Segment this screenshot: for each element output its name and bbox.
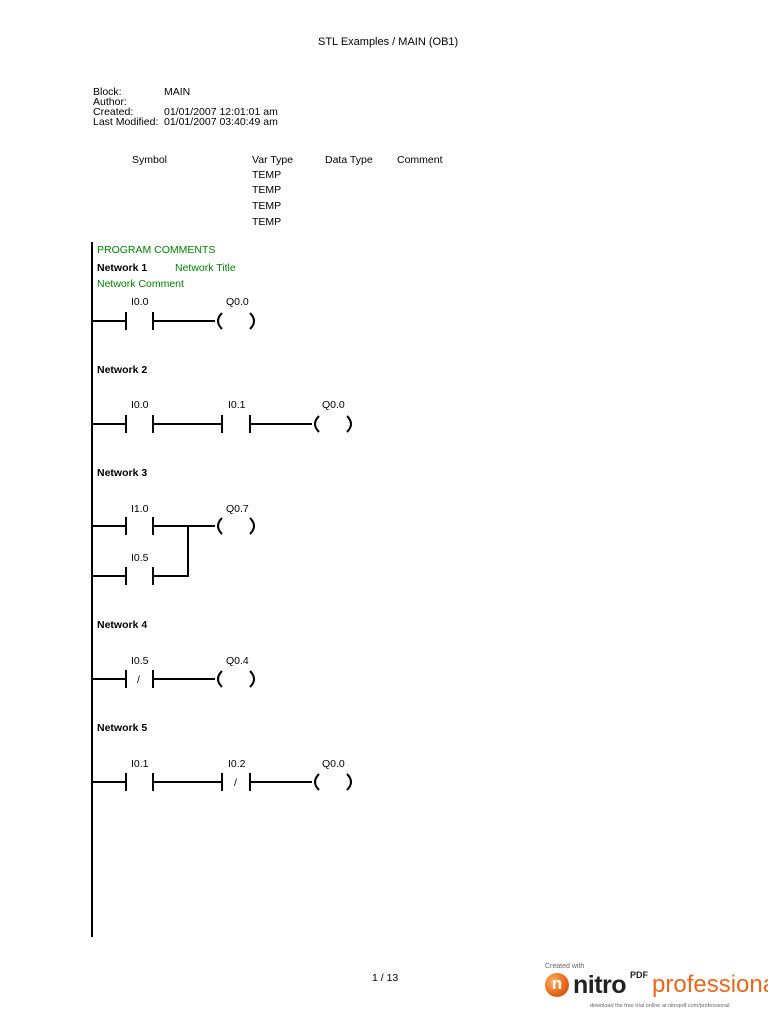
created-value: 01/01/2007 12:01:01 am bbox=[164, 106, 278, 118]
coil-left-arc bbox=[217, 517, 223, 535]
coil-address: Q0.7 bbox=[226, 503, 249, 515]
contact-address: I0.0 bbox=[131, 399, 149, 411]
network-1-title: Network Title bbox=[175, 262, 236, 274]
modified-value: 01/01/2007 03:40:49 am bbox=[164, 116, 278, 128]
coil-address: Q0.0 bbox=[322, 399, 345, 411]
nitro-logo-icon: n bbox=[545, 973, 569, 997]
created-label: Created: bbox=[93, 106, 134, 118]
block-label: Block: bbox=[93, 86, 122, 98]
nitro-brand-sup: PDF bbox=[630, 970, 648, 980]
coil-right-arc bbox=[249, 312, 255, 330]
contact-address: I0.1 bbox=[131, 758, 149, 770]
column-header-data-type: Data Type bbox=[325, 154, 373, 166]
coil-right-arc bbox=[249, 670, 255, 688]
coil-right-arc bbox=[346, 415, 352, 433]
negation-mark: / bbox=[137, 674, 140, 686]
network-5-rung: I0.1 I0.2 / Q0.0 bbox=[92, 758, 352, 791]
modified-label: Last Modified: bbox=[93, 116, 159, 128]
page-title: STL Examples / MAIN (OB1) bbox=[318, 36, 459, 48]
coil-address: Q0.0 bbox=[322, 758, 345, 770]
coil-left-arc bbox=[217, 670, 223, 688]
contact-address: I0.2 bbox=[228, 758, 246, 770]
column-header-symbol: Symbol bbox=[132, 154, 168, 166]
program-comments: PROGRAM COMMENTS bbox=[97, 244, 216, 256]
network-4-rung: I0.5 / Q0.4 bbox=[92, 655, 255, 688]
coil-left-arc bbox=[217, 312, 223, 330]
contact-address: I0.5 bbox=[131, 552, 149, 564]
contact-address: I0.0 bbox=[131, 296, 149, 308]
negation-mark: / bbox=[234, 777, 237, 789]
author-label: Author: bbox=[93, 96, 127, 108]
var-row-var-type: TEMP bbox=[252, 216, 282, 228]
network-4-label: Network 4 bbox=[97, 619, 148, 631]
page-indicator: 1 / 13 bbox=[372, 972, 399, 984]
var-row-var-type: TEMP bbox=[252, 200, 282, 212]
network-3-rung: I1.0 Q0.7 I0.5 bbox=[92, 503, 255, 585]
coil-right-arc bbox=[346, 773, 352, 791]
contact-address: I1.0 bbox=[131, 503, 149, 515]
network-2-label: Network 2 bbox=[97, 364, 148, 376]
var-row-var-type: TEMP bbox=[252, 184, 282, 196]
nitro-brand: nitro bbox=[573, 971, 627, 999]
column-header-var-type: Var Type bbox=[252, 154, 294, 166]
coil-left-arc bbox=[314, 415, 320, 433]
network-3-label: Network 3 bbox=[97, 467, 148, 479]
coil-address: Q0.4 bbox=[226, 655, 249, 667]
nitro-edition: professional bbox=[652, 971, 768, 998]
network-1-comment: Network Comment bbox=[97, 278, 184, 290]
coil-address: Q0.0 bbox=[226, 296, 249, 308]
network-2-rung: I0.0 I0.1 Q0.0 bbox=[92, 399, 352, 433]
var-row-var-type: TEMP bbox=[252, 169, 282, 181]
created-with-label: Created with bbox=[545, 963, 585, 970]
block-value: MAIN bbox=[164, 86, 191, 98]
network-5-label: Network 5 bbox=[97, 722, 148, 734]
coil-left-arc bbox=[314, 773, 320, 791]
network-1-rung: I0.0 Q0.0 bbox=[92, 296, 255, 330]
network-1-label: Network 1 bbox=[97, 262, 148, 274]
nitro-tagline: download the free trial online at nitrop… bbox=[590, 1003, 730, 1009]
column-header-comment: Comment bbox=[397, 154, 443, 166]
coil-right-arc bbox=[249, 517, 255, 535]
contact-address: I0.1 bbox=[228, 399, 246, 411]
contact-address: I0.5 bbox=[131, 655, 149, 667]
